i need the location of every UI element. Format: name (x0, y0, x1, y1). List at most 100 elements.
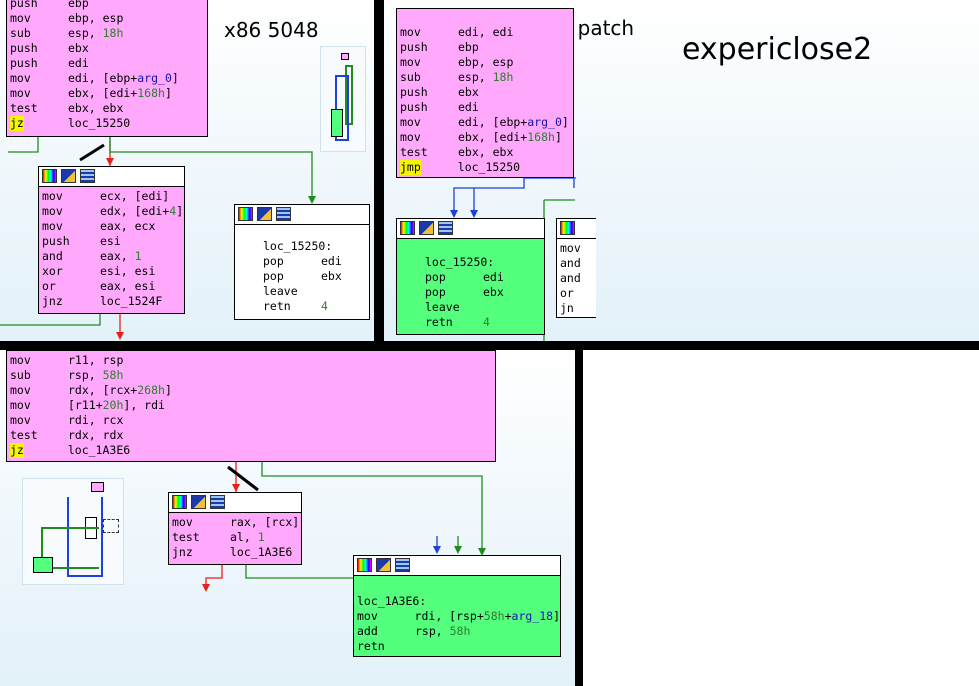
instruction-row[interactable]: jn (560, 301, 574, 315)
edit-block-icon[interactable] (61, 169, 76, 183)
operands: loc_1A3E6 (230, 545, 292, 560)
operands: esp, 18h (458, 70, 513, 85)
variable-operand: arg_0 (137, 71, 172, 85)
graph-overview-icon[interactable] (80, 169, 95, 183)
operands: rdx, rdx (68, 428, 123, 443)
graph-overview-icon[interactable] (276, 207, 291, 221)
instruction-row[interactable]: mov[r11+20h], rdi (10, 398, 495, 413)
numeric-operand: 1 (134, 249, 142, 263)
operands: rdx, [rcx+268h] (68, 383, 172, 398)
mnemonic: leave (263, 284, 298, 298)
operand-text: ebx (68, 41, 89, 55)
graph-overview-icon[interactable] (210, 495, 225, 509)
operands: ebx, [edi+168h] (458, 130, 562, 145)
instruction-row[interactable]: leave (425, 300, 544, 315)
edit-block-icon[interactable] (191, 495, 206, 509)
x86-graph-overview[interactable] (320, 46, 366, 152)
instruction-row[interactable]: leave (263, 284, 369, 299)
graph-overview-icon[interactable] (438, 221, 453, 235)
color-palette-icon[interactable] (172, 495, 187, 509)
instruction-row[interactable]: mov (560, 241, 581, 255)
color-palette-icon[interactable] (357, 558, 372, 572)
variable-operand: arg_0 (527, 115, 562, 129)
mnemonic: pop (263, 254, 284, 268)
color-palette-icon[interactable] (400, 221, 415, 235)
x86-caption: x86 5048 (224, 18, 319, 42)
color-palette-icon[interactable] (42, 169, 57, 183)
instruction-row[interactable]: retn (357, 639, 560, 654)
operand-text: edi (68, 56, 89, 70)
instruction-row[interactable]: and (560, 271, 581, 285)
instruction-row[interactable]: or (560, 286, 574, 300)
edit-block-icon[interactable] (257, 207, 272, 221)
mnemonic: pop (425, 285, 446, 299)
x64-graph-overview[interactable] (22, 478, 124, 585)
instruction-row[interactable]: and (560, 256, 581, 270)
operand-text: al, (230, 530, 258, 544)
edit-block-icon[interactable] (376, 558, 391, 572)
edit-block-icon[interactable] (419, 221, 434, 235)
operands: loc_15250 (68, 116, 130, 131)
color-palette-icon[interactable] (560, 221, 575, 235)
color-palette-icon[interactable] (238, 207, 253, 221)
graph-overview-icon[interactable] (395, 558, 410, 572)
